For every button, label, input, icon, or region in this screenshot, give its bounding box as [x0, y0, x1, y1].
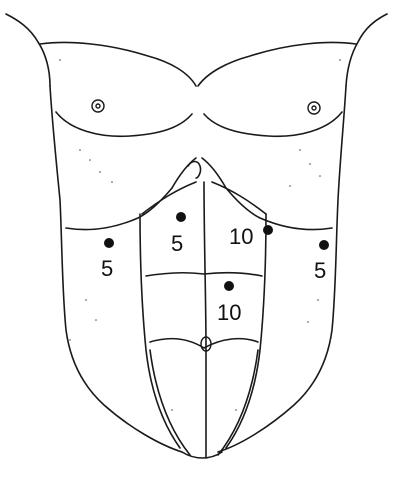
port-dot-right-upper — [263, 225, 273, 235]
port-dot-left-upper — [176, 212, 186, 222]
neck-left — [40, 43, 196, 87]
inguinal-left — [150, 350, 190, 455]
port-label-umbilical-left: 10 — [217, 300, 241, 325]
left-pectoral — [56, 112, 192, 136]
left-nipple-inner — [96, 104, 100, 108]
right-pectoral — [204, 112, 342, 136]
port-dot-left-lateral — [104, 238, 114, 248]
left-shoulder-outline — [6, 14, 50, 86]
right-nipple-inner — [312, 106, 316, 110]
torso-right-side — [218, 86, 346, 452]
torso-left-side — [50, 86, 182, 452]
port-label-left-upper: 5 — [171, 231, 183, 256]
tendinous-line-2 — [150, 339, 258, 348]
xiphoid — [188, 162, 201, 179]
port-dot-umbilical-left — [224, 281, 234, 291]
left-chest-lower — [66, 188, 172, 230]
port-label-right-upper: 10 — [229, 224, 253, 249]
linea-alba — [204, 182, 206, 458]
rectus-right-edge — [226, 214, 266, 448]
right-nipple — [308, 102, 320, 114]
inguinal-right — [218, 350, 258, 455]
right-shoulder-outline — [346, 14, 387, 86]
port-dot-right-lateral — [319, 240, 329, 250]
left-nipple — [92, 100, 104, 112]
port-label-left-lateral: 5 — [101, 256, 113, 281]
neck-right — [198, 43, 356, 87]
tendinous-line-1 — [146, 273, 262, 276]
port-label-right-lateral: 5 — [314, 258, 326, 283]
shading-dots — [59, 59, 341, 411]
